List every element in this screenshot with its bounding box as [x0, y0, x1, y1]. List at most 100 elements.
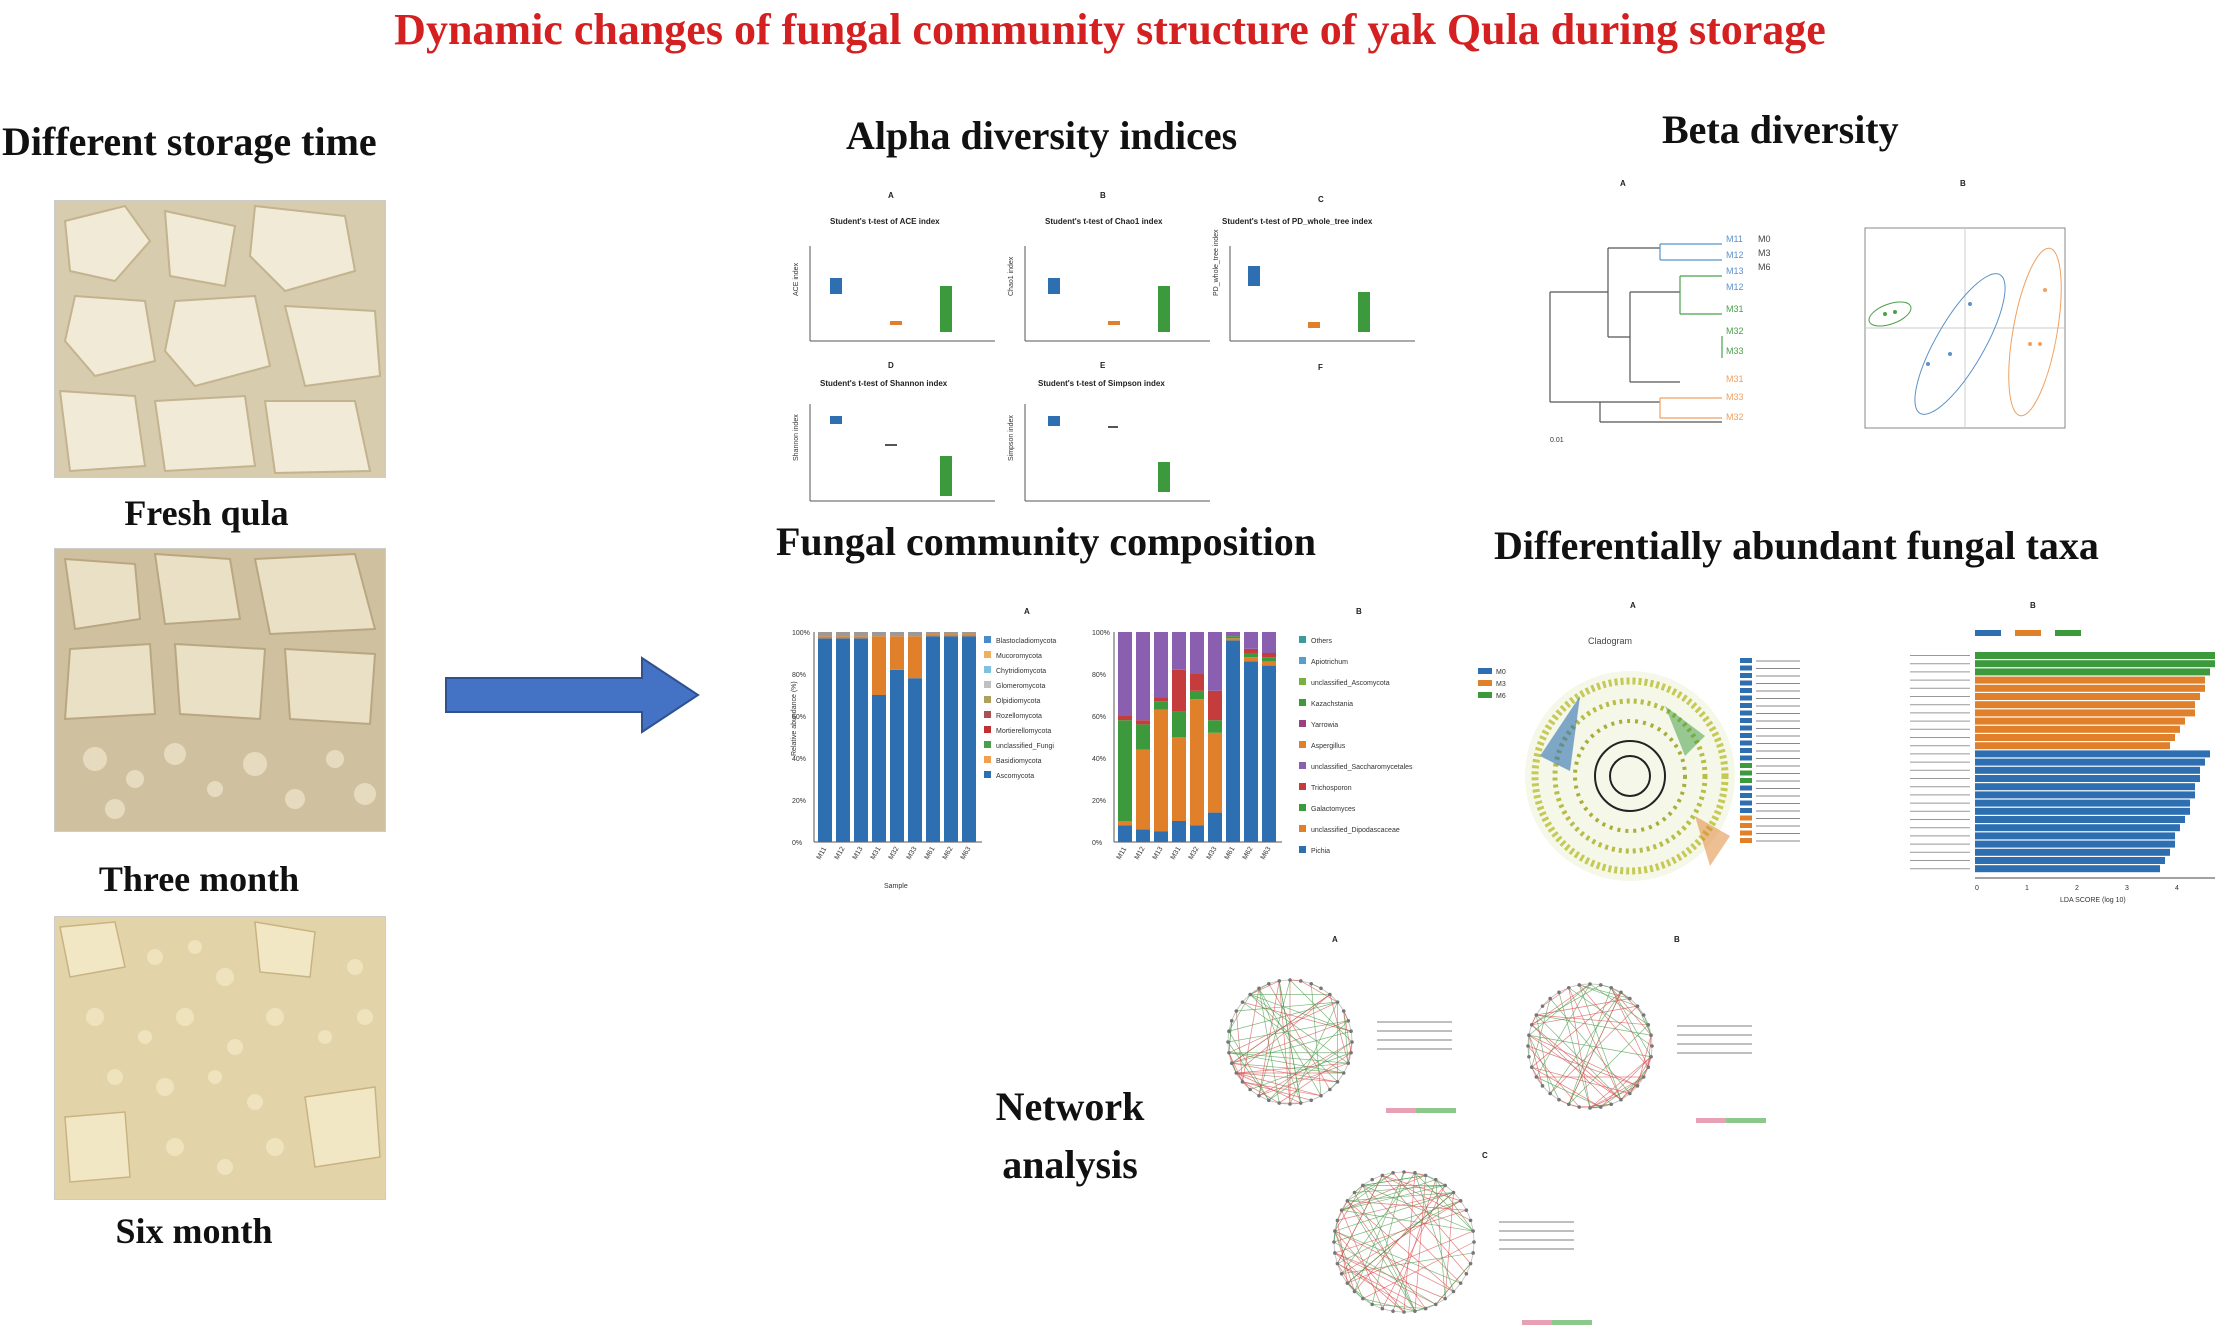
bar-segment — [926, 634, 940, 637]
network-edge — [1329, 1081, 1338, 1090]
network-node — [1641, 1075, 1646, 1079]
network-edge — [1334, 1230, 1461, 1284]
network-node — [1335, 1261, 1340, 1266]
network-edge — [1362, 1185, 1416, 1312]
bar-segment — [1154, 697, 1168, 702]
lda-bar — [1975, 799, 2190, 807]
network-edge — [1250, 994, 1352, 1032]
y-tick-label: 40% — [1092, 756, 1106, 763]
differential-taxa-panel: A B Cladogram M0 M3 M6 0 1 2 3 4 LDA SCO… — [1478, 601, 2215, 904]
network-edge — [1268, 983, 1331, 1090]
bar-segment — [1136, 829, 1150, 842]
beta-panel-a-letter: A — [1620, 179, 1626, 188]
x-tick-label: M32 — [1188, 846, 1201, 861]
network-node — [1332, 1240, 1336, 1244]
legend-label: unclassified_Ascomycota — [1311, 680, 1390, 687]
legend-swatch — [1299, 804, 1306, 811]
network-node — [1464, 1271, 1469, 1276]
beta-panel-b-letter: B — [1960, 179, 1966, 188]
y-tick-label: 20% — [1092, 798, 1106, 805]
bar-segment — [836, 632, 850, 637]
bar-segment — [944, 634, 958, 637]
x-tick-label: M31 — [870, 846, 883, 861]
legend-swatch — [1299, 825, 1306, 832]
lda-bar — [1975, 734, 2175, 741]
network-edge — [1589, 1056, 1652, 1109]
dendrogram-scale: 0.01 — [1550, 437, 1564, 444]
svg-text:Student's t-test of Shannon in: Student's t-test of Shannon index — [820, 379, 948, 388]
bar-segment — [1118, 720, 1132, 821]
network-edge — [1341, 1200, 1461, 1275]
network-edge — [1278, 980, 1291, 1105]
bar-segment — [836, 636, 850, 639]
bar-segment — [1208, 732, 1222, 813]
network-node — [1609, 1102, 1614, 1107]
x-tick-label: M31 — [1170, 846, 1183, 861]
network-edge — [1242, 1081, 1322, 1097]
svg-text:M6: M6 — [1758, 262, 1771, 272]
beta-diversity-heading: Beta diversity — [1662, 107, 1899, 152]
network-node — [1234, 1071, 1239, 1075]
network-node — [1345, 1199, 1350, 1203]
network-node — [1335, 1080, 1340, 1084]
bar-segment — [1136, 749, 1150, 830]
network-node — [1598, 983, 1603, 987]
lda-bar — [1975, 791, 2195, 799]
network-node — [1229, 1061, 1234, 1066]
network-node — [1529, 1065, 1534, 1070]
clado-legend-swatch — [1740, 688, 1752, 693]
bar-segment — [1190, 632, 1204, 674]
network-edge — [1278, 980, 1302, 1104]
svg-text:M13: M13 — [1726, 266, 1744, 276]
network-edge — [1382, 1185, 1446, 1309]
network-b-letter: B — [1674, 935, 1680, 944]
svg-text:M3: M3 — [1758, 248, 1771, 258]
bar-segment — [1118, 716, 1132, 721]
network-node — [1472, 1240, 1476, 1244]
network-edge — [1531, 984, 1601, 1026]
clado-legend-swatch — [1740, 703, 1752, 708]
svg-text:E: E — [1100, 361, 1106, 370]
alpha-plot-c: C Student's t-test of PD_whole_tree inde… — [1213, 195, 1415, 342]
network-node — [1257, 986, 1261, 991]
network-node — [1402, 1170, 1406, 1174]
network-edge — [1334, 1252, 1436, 1305]
network-edge — [1354, 1185, 1446, 1193]
svg-text:Chao1 index: Chao1 index — [1008, 256, 1015, 296]
dendrogram-legend: M0 M3 M6 — [1758, 234, 1771, 272]
network-edge — [1334, 1230, 1355, 1292]
lda-bar — [1975, 865, 2160, 873]
network-node — [1248, 992, 1252, 997]
bar-segment — [818, 636, 832, 639]
six-month-photo — [54, 916, 386, 1200]
network-edge — [1228, 1052, 1349, 1064]
composition-a-letter: A — [1024, 607, 1030, 616]
legend-label: Pichia — [1311, 848, 1330, 855]
network-edge — [1228, 994, 1251, 1032]
bar-segment — [1172, 821, 1186, 842]
clado-legend-swatch — [1740, 800, 1752, 806]
network-node — [1391, 1171, 1395, 1175]
network-node — [1423, 1306, 1428, 1311]
network-edge — [1341, 1185, 1446, 1211]
network-edge — [1382, 1175, 1461, 1202]
svg-text:M0: M0 — [1496, 669, 1506, 676]
legend-swatch — [984, 711, 991, 718]
network-edge — [1258, 1062, 1349, 1097]
lda-tick-1: 1 — [2025, 885, 2029, 892]
network-edge — [1227, 1041, 1270, 1101]
three-month-caption: Three month — [98, 859, 300, 899]
network-node — [1333, 1229, 1337, 1233]
network-edge — [1362, 1298, 1416, 1312]
differential-taxa-heading: Differentially abundant fungal taxa — [1494, 523, 2099, 568]
network-edge — [1527, 1045, 1580, 1108]
network-edge — [1536, 1076, 1601, 1108]
network-edge — [1531, 1066, 1601, 1108]
legend-label: Chytridiomycota — [996, 668, 1046, 675]
bar-segment — [1244, 648, 1258, 653]
network-edge — [1337, 1175, 1383, 1264]
network-edge — [1343, 1010, 1349, 1064]
network-edge — [1531, 992, 1622, 1068]
network-node — [1534, 1075, 1539, 1079]
x-tick-label: M33 — [1206, 846, 1219, 861]
